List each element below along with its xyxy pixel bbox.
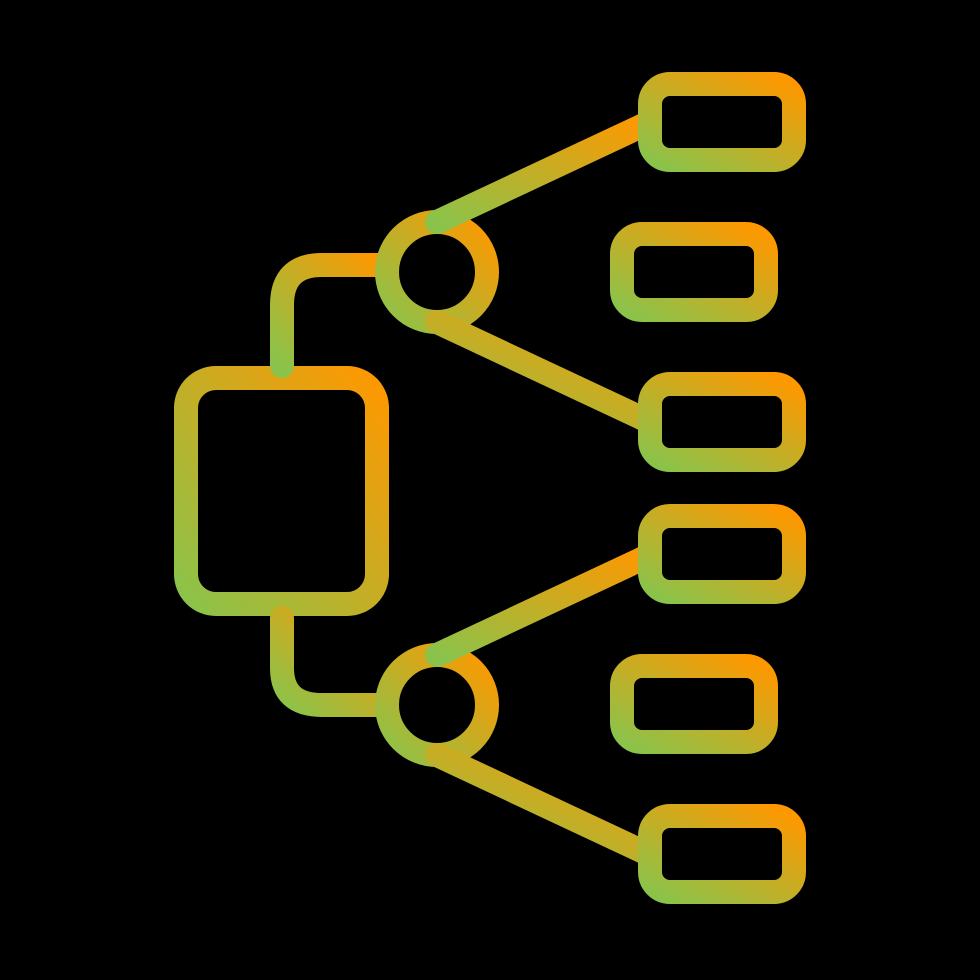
root-to-hub-bottom-connector — [270, 606, 399, 717]
leaf-6 — [638, 804, 806, 904]
root-to-hub-top-connector — [270, 253, 399, 378]
leaf-4 — [638, 504, 806, 604]
leaf-3 — [638, 372, 806, 472]
hub-top-to-leaf-1-connector — [425, 110, 662, 234]
hub-top-to-leaf-3-connector — [425, 310, 662, 434]
leaf-1 — [638, 72, 806, 172]
leaf-2 — [610, 222, 778, 322]
hub-bottom-to-leaf-4-connector — [425, 543, 662, 667]
hub-top — [375, 210, 499, 334]
hub-bottom-to-leaf-6-connector — [425, 743, 662, 867]
leaf-5 — [610, 654, 778, 754]
root-node — [174, 366, 389, 616]
hub-bottom — [375, 643, 499, 767]
